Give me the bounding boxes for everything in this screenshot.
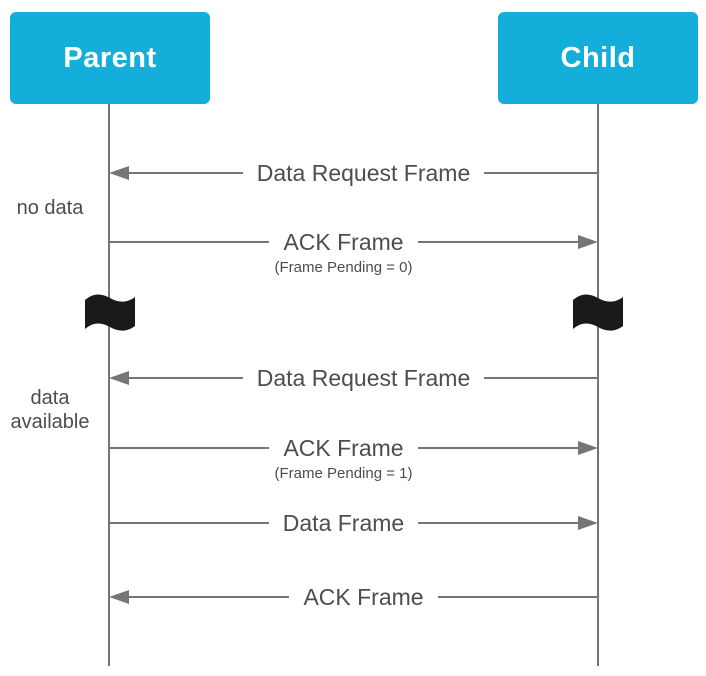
message-line xyxy=(437,596,599,598)
message-label: ACK Frame (Frame Pending = 0) xyxy=(269,228,417,276)
message-line xyxy=(417,447,579,449)
arrowhead-left-icon xyxy=(109,371,129,385)
message-label: Data Frame xyxy=(269,510,418,537)
lifeline-child xyxy=(597,104,599,666)
message-ack-pending-0: ACK Frame (Frame Pending = 0) xyxy=(109,227,599,276)
message-label-text: Data Frame xyxy=(282,509,405,536)
message-line xyxy=(484,377,599,379)
message-label: ACK Frame (Frame Pending = 1) xyxy=(269,434,417,482)
message-line xyxy=(129,377,243,379)
message-line xyxy=(109,241,270,243)
flag-icon xyxy=(85,294,135,331)
message-line xyxy=(417,241,579,243)
flag-icon xyxy=(573,294,623,331)
side-note-data-available: data available xyxy=(10,387,90,433)
arrowhead-left-icon xyxy=(109,166,129,180)
message-line xyxy=(129,172,243,174)
message-label: Data Request Frame xyxy=(243,160,484,187)
message-label-text: ACK Frame xyxy=(283,434,404,461)
arrowhead-right-icon xyxy=(578,441,599,455)
message-line xyxy=(418,522,578,524)
message-label: Data Request Frame xyxy=(243,365,484,392)
actor-child-label: Child xyxy=(560,41,636,74)
message-label-text: Data Request Frame xyxy=(256,364,471,391)
message-line xyxy=(109,522,269,524)
actor-parent-label: Parent xyxy=(63,41,157,74)
actor-parent: Parent xyxy=(10,12,210,104)
arrowhead-right-icon xyxy=(578,235,599,249)
lifeline-parent xyxy=(108,104,110,666)
message-ack-pending-1: ACK Frame (Frame Pending = 1) xyxy=(109,433,599,482)
side-note-no-data: no data xyxy=(16,197,84,219)
arrowhead-left-icon xyxy=(109,590,129,604)
message-sublabel-text: (Frame Pending = 0) xyxy=(274,258,413,276)
message-label-text: ACK Frame xyxy=(303,583,424,610)
actor-child: Child xyxy=(498,12,698,104)
message-ack-final: ACK Frame xyxy=(109,582,599,612)
arrowhead-right-icon xyxy=(578,516,598,530)
message-line xyxy=(129,596,290,598)
message-label-text: ACK Frame xyxy=(283,228,404,255)
message-sublabel-text: (Frame Pending = 1) xyxy=(274,464,413,482)
message-line xyxy=(109,447,270,449)
message-label: ACK Frame xyxy=(289,584,437,611)
message-data-request-1: Data Request Frame xyxy=(109,158,599,188)
message-data-frame: Data Frame xyxy=(109,508,598,538)
message-data-request-2: Data Request Frame xyxy=(109,363,599,393)
message-line xyxy=(484,172,599,174)
message-label-text: Data Request Frame xyxy=(256,159,471,186)
